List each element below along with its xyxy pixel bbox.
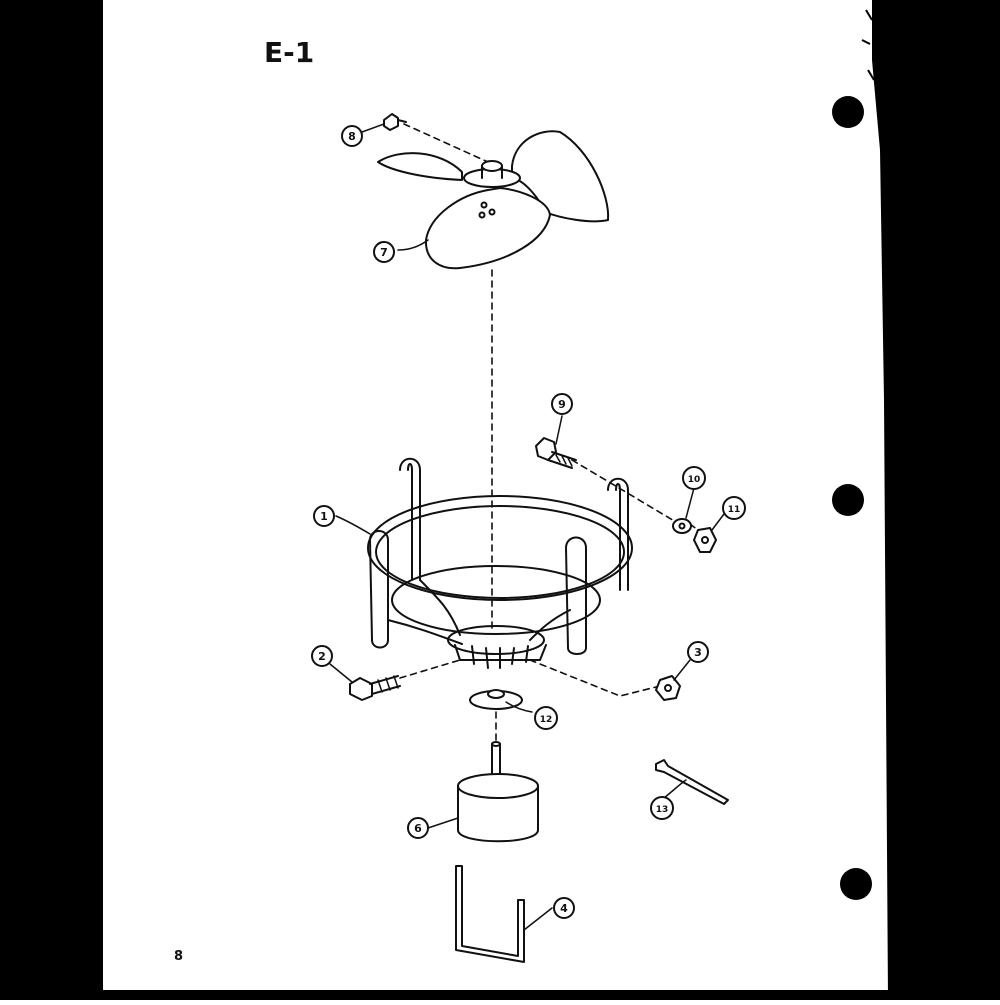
left-scan-border — [0, 0, 103, 1000]
right-scan-border — [872, 0, 1000, 1000]
page-number: 8 — [174, 949, 183, 964]
callout-label: 1 — [320, 510, 328, 523]
nut-11-part — [693, 527, 717, 553]
wire-tie-part — [655, 759, 729, 805]
scan-noise — [861, 9, 875, 81]
fan-blade-part — [377, 130, 610, 270]
callout-label: 8 — [348, 130, 356, 143]
callout-label: 6 — [414, 822, 422, 835]
callout-label: 3 — [694, 646, 702, 659]
callout-label: 13 — [656, 805, 669, 815]
bracket-part — [455, 865, 525, 963]
binder-hole-bottom — [840, 868, 872, 900]
callout-label: 7 — [380, 246, 388, 259]
callout-label: 2 — [318, 650, 326, 663]
binder-hole-middle — [832, 484, 864, 516]
set-screw-part — [383, 113, 407, 131]
washer-part — [672, 518, 692, 534]
bottom-scan-border — [103, 990, 1000, 1000]
motor-part — [457, 741, 539, 843]
assembly-lines — [399, 123, 707, 745]
callout-label: 10 — [688, 475, 701, 485]
binder-hole-top — [832, 96, 864, 128]
callout-label: 12 — [540, 715, 553, 725]
fan-guard-frame-part — [367, 457, 633, 669]
callout-label: 9 — [558, 398, 566, 411]
diagram-title: E-1 — [264, 36, 314, 69]
callout-label: 4 — [560, 902, 568, 915]
bolt-9-part — [535, 437, 577, 469]
callout-labels: 8 7 9 10 11 1 2 3 12 6 4 13 — [318, 130, 740, 915]
callout-label: 11 — [728, 505, 741, 515]
nut-3-part — [655, 675, 681, 701]
bolt-2-part — [349, 675, 401, 701]
leader-lines — [329, 123, 725, 931]
callout-circles — [311, 125, 746, 919]
